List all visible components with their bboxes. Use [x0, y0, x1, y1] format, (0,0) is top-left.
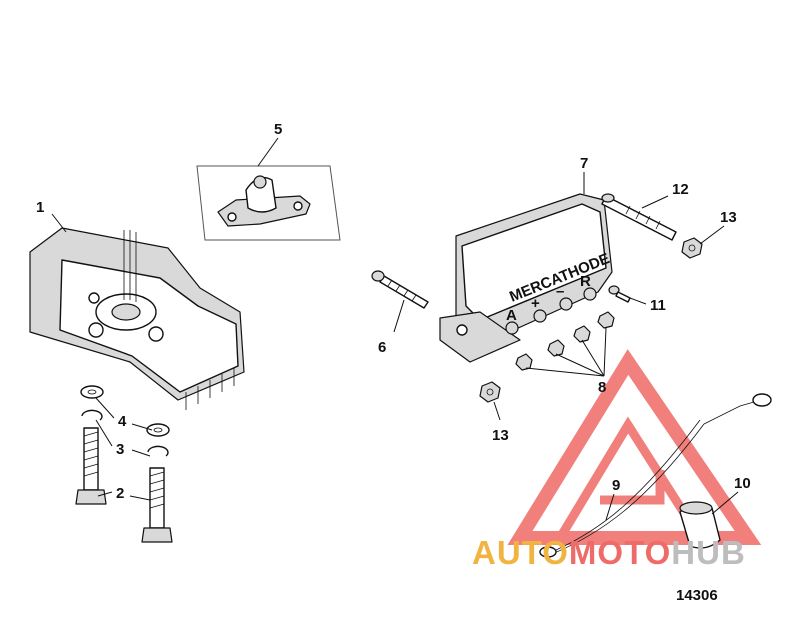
callout-12: 12: [672, 181, 689, 198]
watermark-part-hub: HUB: [671, 534, 746, 571]
part-9-ring-low: [539, 546, 557, 558]
terminal-minus-label: –: [556, 283, 564, 300]
watermark-part-auto: AUTO: [472, 534, 569, 571]
part-12-stud: [601, 193, 677, 241]
watermark-part-moto: MOTO: [569, 534, 671, 571]
callout-9: 9: [612, 477, 620, 494]
part-7-mount-hole: [456, 324, 468, 336]
bolt-2-right-head: [141, 527, 173, 543]
part-10-boot: [679, 501, 721, 549]
part-1-wires: [123, 230, 137, 302]
part-6-shank: [379, 275, 429, 309]
part-5-hole-left: [227, 212, 237, 222]
part-1-fins: [185, 368, 235, 410]
watermark-g-stroke: [600, 470, 665, 505]
terminal-a-label: A: [506, 307, 517, 324]
part-4-washers: [80, 385, 170, 437]
watermark-text: AUTOMOTOHUB: [472, 534, 746, 571]
bolt-2-left-head: [75, 489, 107, 505]
part-2-bolts: [75, 427, 173, 543]
callout-3: 3: [116, 441, 124, 458]
callout-6: 6: [378, 339, 386, 356]
part-1-hole-1: [88, 322, 104, 338]
part-7-controller: [439, 193, 613, 363]
nut-13-lower: [479, 381, 501, 403]
part-9-wire: [539, 393, 772, 558]
part-7-mount-left: [439, 311, 521, 363]
callout-1: 1: [36, 199, 44, 216]
lockwasher-3-left: [81, 409, 103, 421]
part-9-ring-high: [752, 393, 772, 407]
callout-13-lower: 13: [492, 427, 509, 444]
part-13-nuts: [479, 237, 703, 403]
nut-13-upper: [681, 237, 703, 259]
callout-7: 7: [580, 155, 588, 172]
part-1-hole-3: [88, 292, 100, 304]
part-12-shank: [601, 195, 677, 241]
part-9-cable: [555, 419, 701, 551]
part-5-hole-right: [293, 201, 303, 211]
terminal-r-label: R: [580, 273, 591, 290]
part-6-head: [371, 270, 385, 282]
washer-4-right: [146, 423, 170, 437]
callout-2: 2: [116, 485, 124, 502]
part-7-terminals: [505, 287, 597, 335]
washer-4-left: [80, 385, 104, 399]
watermark-logo: [507, 349, 762, 545]
part-1-hole-2: [148, 326, 164, 342]
callout-8: 8: [598, 379, 606, 396]
part-6-screw: [371, 270, 429, 309]
part-3-lockwashers: [81, 409, 169, 457]
callout-10: 10: [734, 475, 751, 492]
part-5-terminal: [253, 175, 267, 189]
callout-11: 11: [650, 297, 666, 314]
lockwasher-3-right: [147, 445, 169, 457]
part-1-floor: [59, 259, 239, 393]
part-5-sensor: [196, 165, 341, 241]
watermark-triangle: [507, 349, 762, 545]
figure-number: 14306: [676, 587, 718, 604]
part-1-bracket: [29, 227, 245, 410]
callout-5: 5: [274, 121, 282, 138]
callout-13-upper: 13: [720, 209, 737, 226]
part-11-screw: [608, 285, 631, 303]
part-1-center-hole: [111, 303, 141, 321]
callout-4: 4: [118, 413, 127, 430]
part-8-nuts: [515, 311, 615, 371]
part-7-face: [461, 203, 607, 321]
terminal-plus-label: +: [531, 295, 540, 312]
leader-lines: [51, 137, 739, 521]
